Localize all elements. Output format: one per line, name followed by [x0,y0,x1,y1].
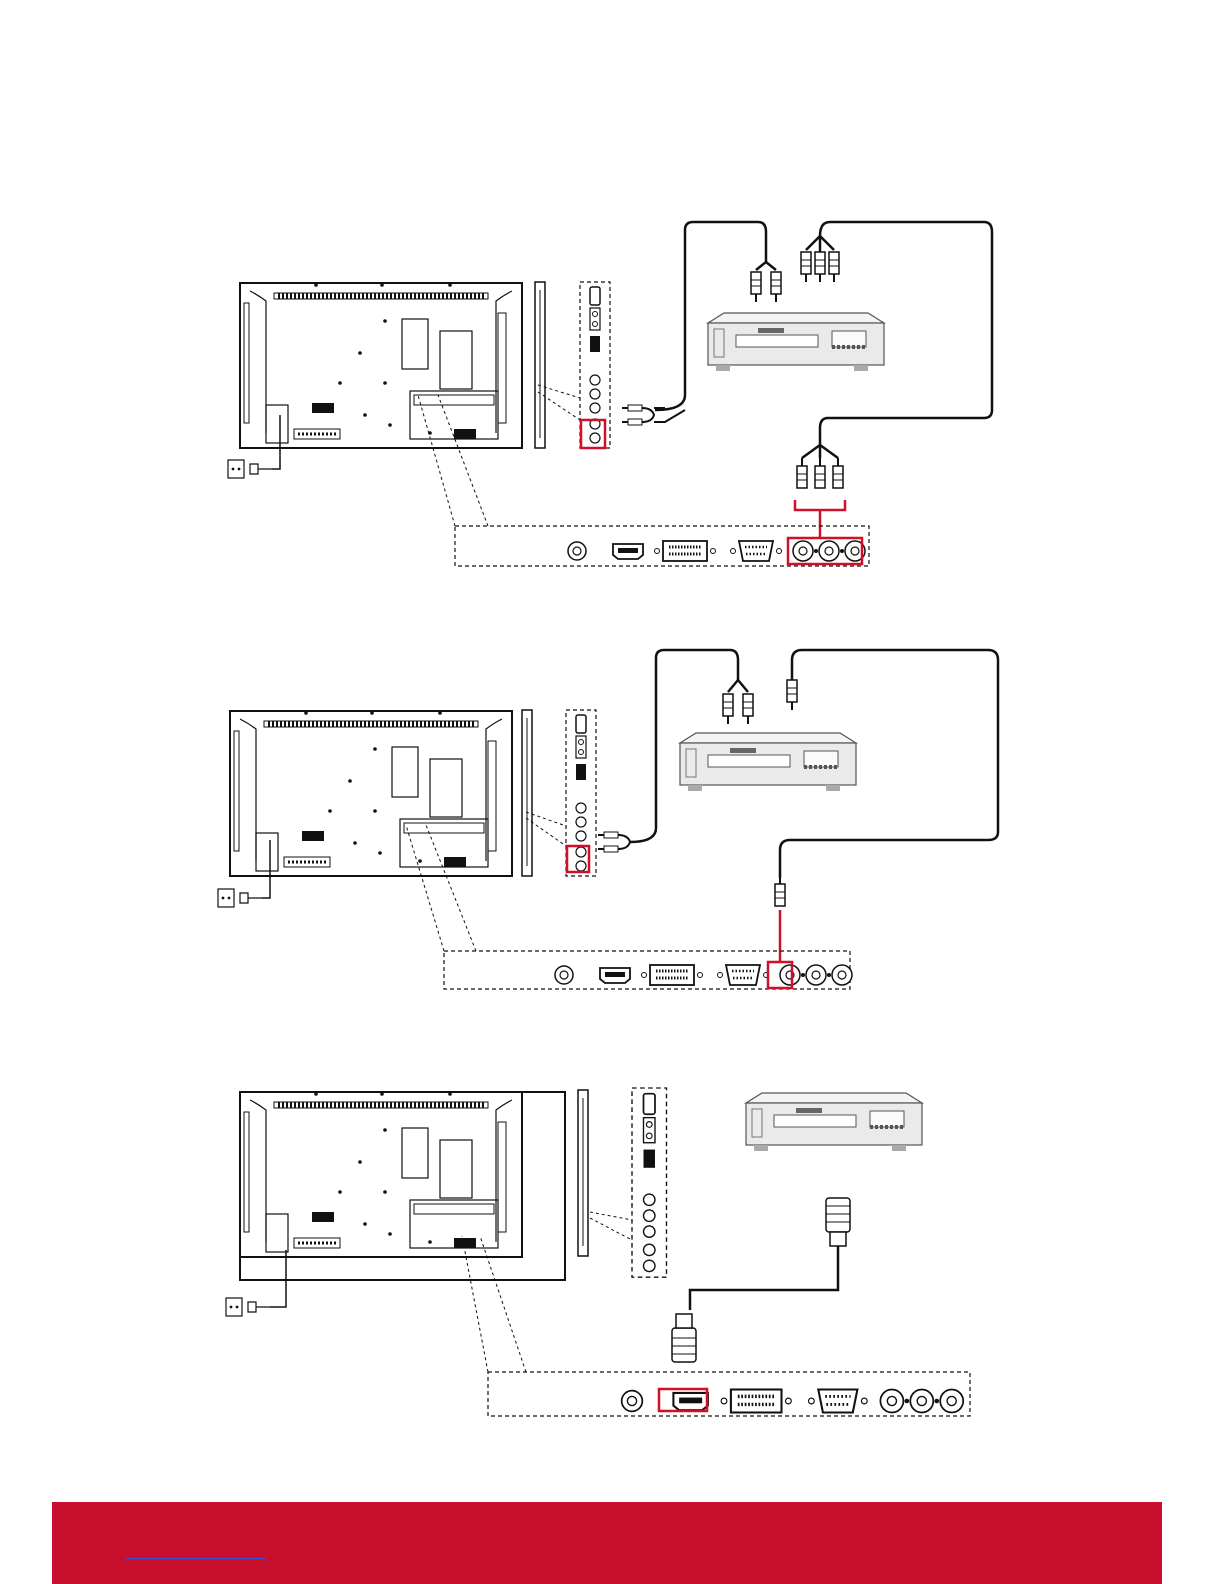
side-panel-ports [632,1088,667,1277]
display-side-icon [522,710,532,876]
dvd-player-icon [680,733,856,791]
hdmi-plug-icon [672,1314,696,1362]
rca-plug-icon [622,405,654,425]
input-port-strip [568,541,865,561]
display-rear-icon [240,1092,522,1257]
side-panel-ports [566,710,596,876]
display-rear-icon [230,711,512,876]
hdmi-plug-icon [826,1198,850,1246]
power-outlet-icon [218,889,262,907]
bnc-plug-icon [829,252,839,282]
power-outlet-icon [228,460,272,478]
display-side-icon [578,1090,588,1256]
rca-plug-icon [751,272,761,302]
power-outlet-icon [226,1298,270,1316]
rca-plug-icon [598,832,630,852]
input-port-strip [622,1390,964,1413]
composite-connection-diagram [218,650,998,989]
rca-plug-icon [743,694,753,724]
dvd-player-icon [746,1093,922,1151]
rca-plug-icon [723,694,733,724]
bnc-plug-icon [787,680,797,710]
component-connection-diagram [228,222,992,566]
dvd-player-icon [708,313,884,371]
bnc-plug-icon [801,252,811,282]
display-side-icon [535,282,545,448]
footer-bar [52,1502,1162,1584]
rca-plug-icon [771,272,781,302]
footer-link-underline[interactable] [126,1558,266,1559]
bnc-plug-icon [815,252,825,282]
hdmi-connection-diagram [226,1088,970,1416]
input-port-strip [555,965,852,985]
display-rear-icon [240,283,522,448]
